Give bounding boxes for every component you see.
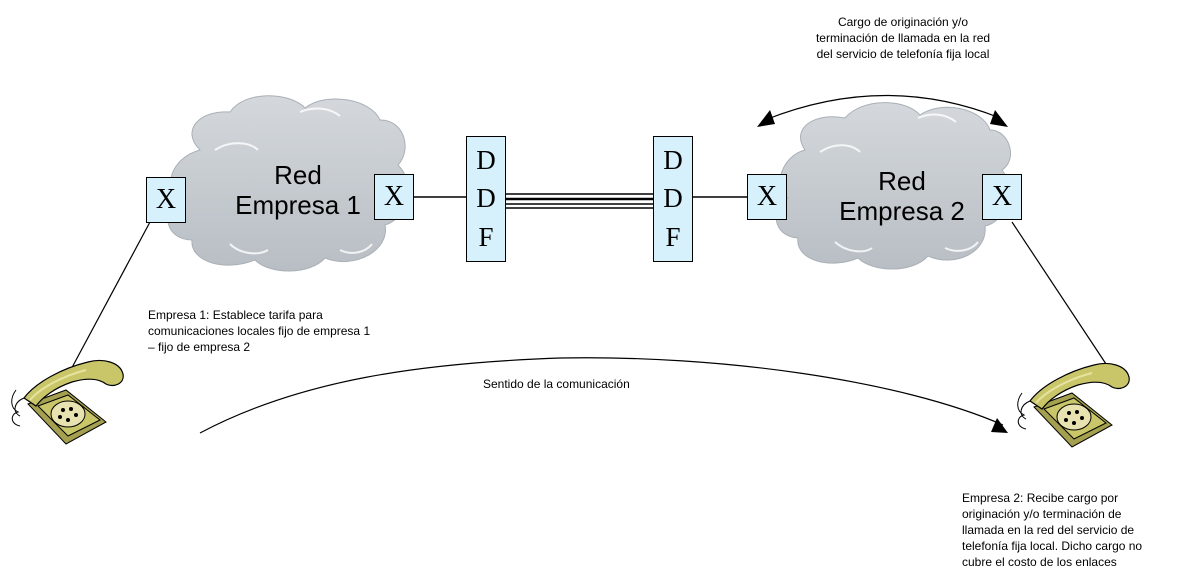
cloud-icon-empresa-2 (775, 102, 1011, 270)
phone-icon-left (11, 359, 124, 445)
phone-icon-right (1017, 362, 1130, 448)
cloud-label-line2: Empresa 2 (839, 196, 965, 226)
ddf-letter: D (663, 183, 683, 214)
switch-box-empresa-1-edge: X (146, 177, 186, 223)
ddf-letter: F (478, 222, 494, 253)
charge-arc (764, 94, 1001, 121)
wire-left (67, 221, 151, 376)
ddf-letter: D (476, 144, 496, 175)
cloud-label-line1: Red (878, 166, 926, 196)
cloud-label-line2: Empresa 1 (235, 190, 361, 220)
switch-box-empresa-2-interconnect: X (747, 174, 787, 220)
arrowhead-icon (991, 418, 1008, 433)
note-empresa-1: Empresa 1: Establece tarifa para comunic… (148, 308, 371, 354)
note-charge-origination: Cargo de originación y/o terminación de … (815, 15, 991, 61)
cloud-label-empresa-1: Red Empresa 1 (218, 160, 378, 220)
arrowhead-icon (990, 110, 1008, 127)
communication-arc (199, 357, 1004, 434)
note-empresa-2: Empresa 2: Recibe cargo por originación … (962, 491, 1143, 569)
label-communication-direction: Sentido de la comunicación (483, 377, 630, 391)
wire-right (1011, 221, 1111, 371)
cloud-label-line1: Red (274, 160, 322, 190)
cloud-icon-empresa-1 (167, 95, 409, 272)
switch-box-empresa-2-edge: X (982, 174, 1022, 220)
arrowhead-icon (757, 110, 775, 127)
switch-box-empresa-1-interconnect: X (374, 174, 414, 220)
trunk-links (506, 193, 653, 209)
ddf-box-right: D D F (653, 136, 693, 262)
ddf-letter: F (665, 222, 681, 253)
ddf-box-left: D D F (466, 136, 506, 262)
ddf-letter: D (476, 183, 496, 214)
ddf-letter: D (663, 144, 683, 175)
cloud-label-empresa-2: Red Empresa 2 (822, 166, 982, 226)
